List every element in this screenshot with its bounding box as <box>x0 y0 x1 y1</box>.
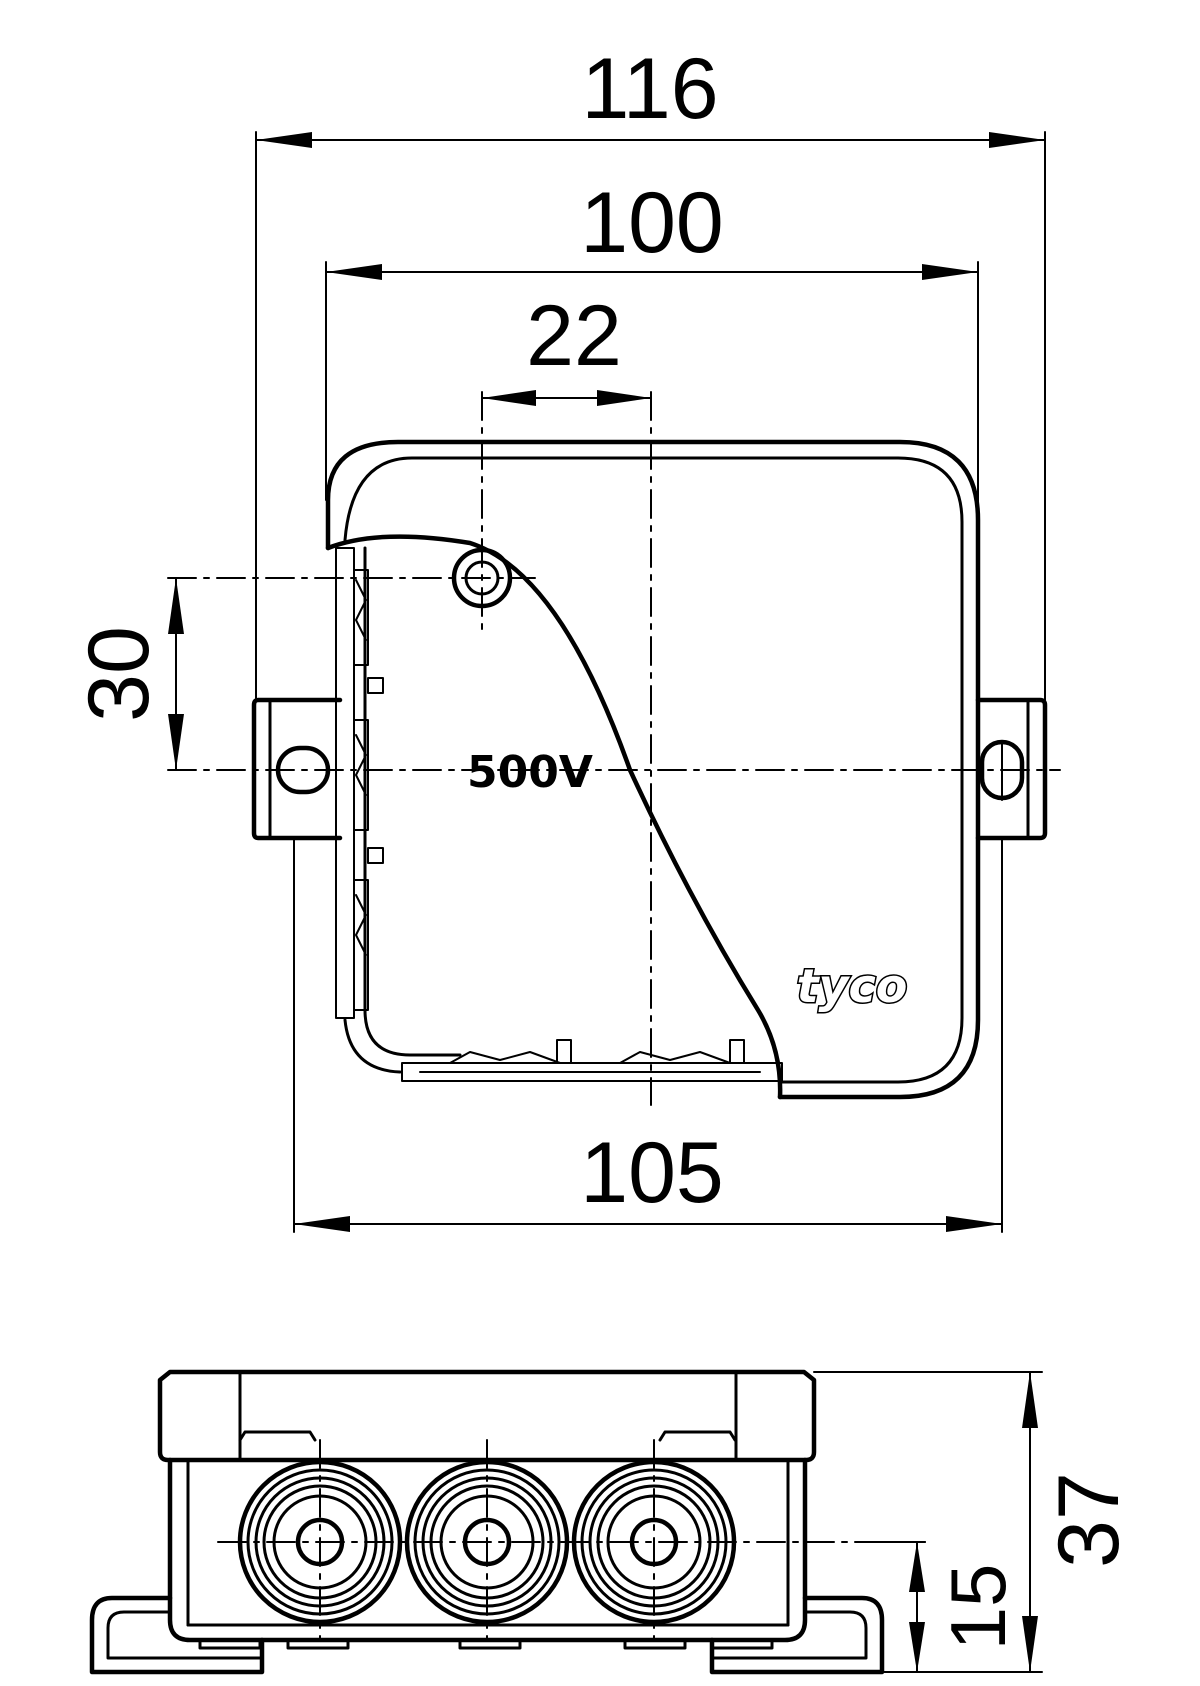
dimension-116: 116 <box>581 41 718 137</box>
interior-corner-outer <box>343 1018 402 1074</box>
left-terminal-strip <box>335 547 384 1019</box>
brand-logo-text: tyco <box>797 959 908 1013</box>
dimension-37: 37 <box>1041 1472 1137 1568</box>
side-view <box>89 1369 926 1675</box>
side-view-dimensions: 37 15 <box>813 1371 1137 1673</box>
right-foot <box>709 1595 885 1675</box>
dimension-100: 100 <box>580 175 724 271</box>
dimension-30: 30 <box>71 626 167 722</box>
box-outline <box>325 439 981 1100</box>
interior-corner <box>363 546 462 1057</box>
bottom-terminal-strip <box>401 1039 783 1082</box>
dimension-22: 22 <box>526 288 622 384</box>
left-foot <box>89 1595 265 1675</box>
top-view-dimensions: 116 100 22 30 105 <box>71 41 1046 1233</box>
voltage-label: 500V <box>467 747 593 798</box>
brand-logo: tyco <box>795 958 909 1015</box>
box-inner-outline <box>343 456 964 1084</box>
top-view: 500V tyco <box>167 391 1061 1106</box>
dimension-15: 15 <box>934 1564 1022 1651</box>
dimension-105: 105 <box>580 1125 724 1221</box>
lid-cut-edge <box>325 534 783 1100</box>
